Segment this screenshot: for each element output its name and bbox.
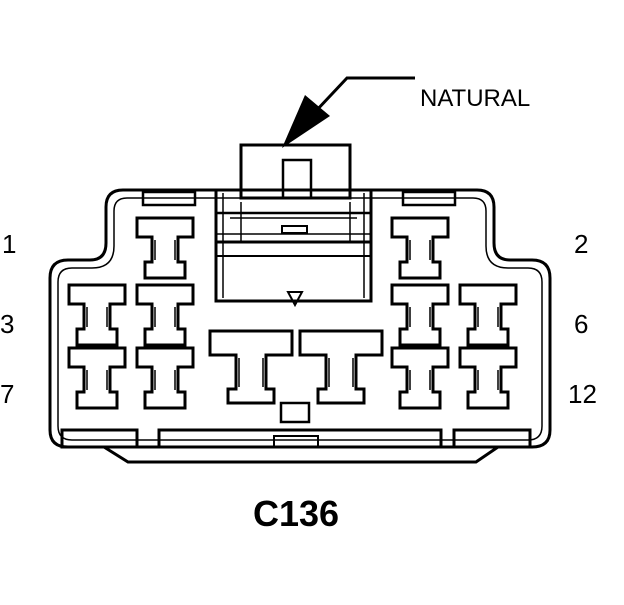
cavity-pin-12 [458,346,518,410]
cavity-pin-5 [390,283,450,347]
pin-number-1: 1 [2,229,16,259]
locking-latch [214,143,373,308]
callout-arrow [282,76,415,148]
pin-number-3: 3 [0,309,14,339]
pin-number-7: 7 [0,379,14,409]
connector-id: C136 [253,493,339,534]
pin-number-6: 6 [574,309,588,339]
cavity-pin-11 [390,346,450,410]
connector-base [60,428,532,464]
cavity-pin-3 [67,283,127,347]
cavity-pin-2 [390,216,450,280]
cavity-pin-7 [67,346,127,410]
polarizing-key [279,401,311,424]
connector-housing [48,188,552,449]
cavity-pin-4 [135,283,195,347]
cavity-pin-1 [135,216,195,280]
cavity-pin-6 [458,283,518,347]
color-label: NATURAL [420,85,530,112]
cavity-pin-9 [208,329,294,405]
pin-number-12: 12 [568,379,597,409]
cavity-pin-8 [135,346,195,410]
terminal-cavities [67,216,518,424]
cavity-pin-10 [298,329,384,405]
pin-number-2: 2 [574,229,588,259]
